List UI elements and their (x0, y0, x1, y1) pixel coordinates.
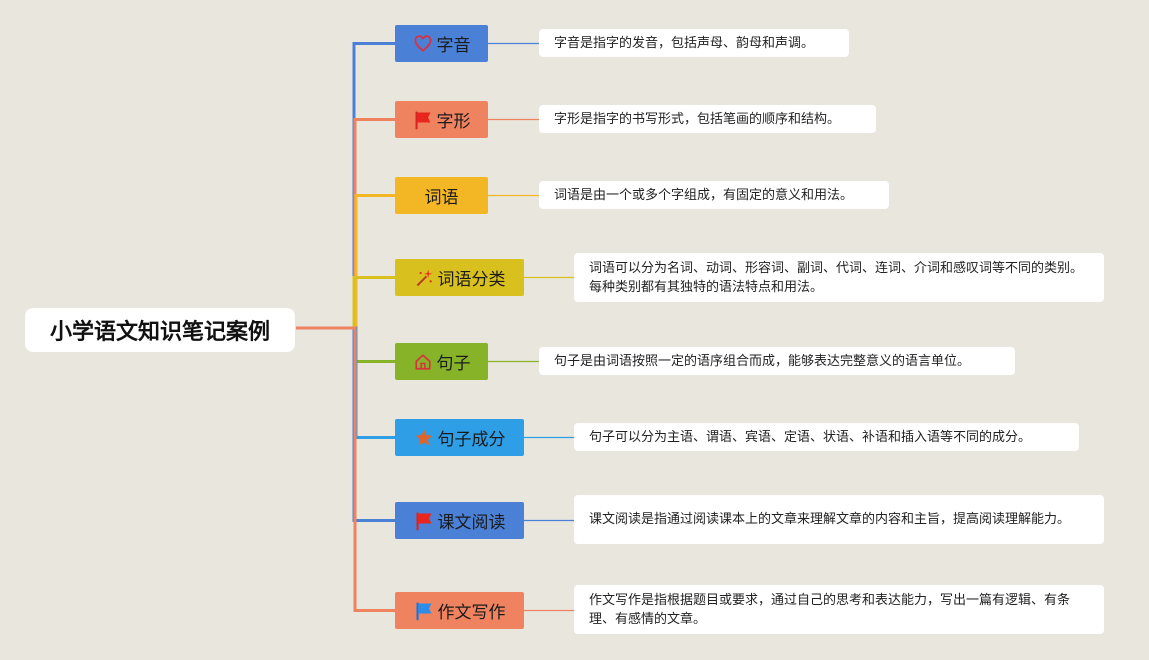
branch-connector (296, 326, 395, 522)
note-text: 字形是指字的书写形式，包括笔画的顺序和结构。 (554, 111, 841, 127)
root-title: 小学语文知识笔记案例 (49, 320, 270, 345)
branch-connector (296, 326, 395, 363)
branch-label: 作文写作 (437, 603, 506, 623)
branch-label: 词语分类 (437, 270, 506, 290)
note-zuo-wen-xie-zuo[interactable]: 作文写作是指根据题目或要求，通过自己的思考和表达能力，写出一篇有逻辑、有条理、有… (574, 585, 1104, 634)
branch-connector (296, 326, 395, 612)
branch-connector (296, 326, 395, 439)
branch-label: 句子 (436, 354, 471, 374)
note-text: 句子可以分为主语、谓语、宾语、定语、状语、补语和插入语等不同的成分。 (589, 429, 1032, 445)
branch-ci-yu-fen-lei[interactable]: 词语分类 (395, 259, 524, 296)
branch-ci-yu[interactable]: 词语 (395, 177, 488, 214)
branch-label: 字音 (436, 36, 471, 56)
note-ju-zi[interactable]: 句子是由词语按照一定的语序组合而成，能够表达完整意义的语言单位。 (539, 347, 1015, 375)
branch-label: 课文阅读 (437, 513, 506, 533)
branch-ju-zi-cheng-fen[interactable]: 句子成分 (395, 419, 524, 456)
branch-ju-zi[interactable]: 句子 (395, 343, 488, 380)
note-ci-yu[interactable]: 词语是由一个或多个字组成，有固定的意义和用法。 (539, 181, 889, 209)
blue-flag-icon (414, 601, 434, 621)
note-ke-wen-yue-du[interactable]: 课文阅读是指通过阅读课本上的文章来理解文章的内容和主旨，提高阅读理解能力。 (574, 495, 1104, 544)
note-text: 词语是由一个或多个字组成，有固定的意义和用法。 (554, 187, 854, 203)
home-icon (413, 352, 433, 372)
note-text: 字音是指字的发音，包括声母、韵母和声调。 (554, 35, 815, 51)
branch-connector (296, 276, 395, 330)
note-text: 课文阅读是指通过阅读课本上的文章来理解文章的内容和主旨，提高阅读理解能力。 (589, 512, 1071, 527)
branch-label: 词语 (424, 188, 459, 208)
branch-zuo-wen-xie-zuo[interactable]: 作文写作 (395, 592, 524, 629)
branch-label: 句子成分 (437, 430, 506, 450)
branch-connector (296, 42, 395, 330)
note-zi-xing[interactable]: 字形是指字的书写形式，包括笔画的顺序和结构。 (539, 105, 876, 133)
note-text: 句子是由词语按照一定的语序组合而成，能够表达完整意义的语言单位。 (554, 353, 971, 369)
note-zi-yin[interactable]: 字音是指字的发音，包括声母、韵母和声调。 (539, 29, 849, 57)
root-topic[interactable]: 小学语文知识笔记案例 (25, 308, 295, 352)
heart-icon (413, 34, 433, 54)
branch-zi-yin[interactable]: 字音 (395, 25, 488, 62)
branch-label: 字形 (436, 112, 471, 132)
branch-connector (296, 118, 395, 330)
branch-connector (296, 194, 395, 330)
branch-ke-wen-yue-du[interactable]: 课文阅读 (395, 502, 524, 539)
note-text: 作文写作是指根据题目或要求，通过自己的思考和表达能力，写出一篇有逻辑、有条理、有… (589, 592, 1071, 627)
red-flag-icon (413, 110, 433, 130)
branch-zi-xing[interactable]: 字形 (395, 101, 488, 138)
note-ju-zi-cheng-fen[interactable]: 句子可以分为主语、谓语、宾语、定语、状语、补语和插入语等不同的成分。 (574, 423, 1079, 451)
star-icon (414, 428, 434, 448)
note-text: 词语可以分为名词、动词、形容词、副词、代词、连词、介词和感叹词等不同的类别。每种… (589, 260, 1084, 295)
magic-wand-icon (414, 268, 434, 288)
note-ci-yu-fen-lei[interactable]: 词语可以分为名词、动词、形容词、副词、代词、连词、介词和感叹词等不同的类别。每种… (574, 253, 1104, 302)
red-flag-icon (414, 511, 434, 531)
